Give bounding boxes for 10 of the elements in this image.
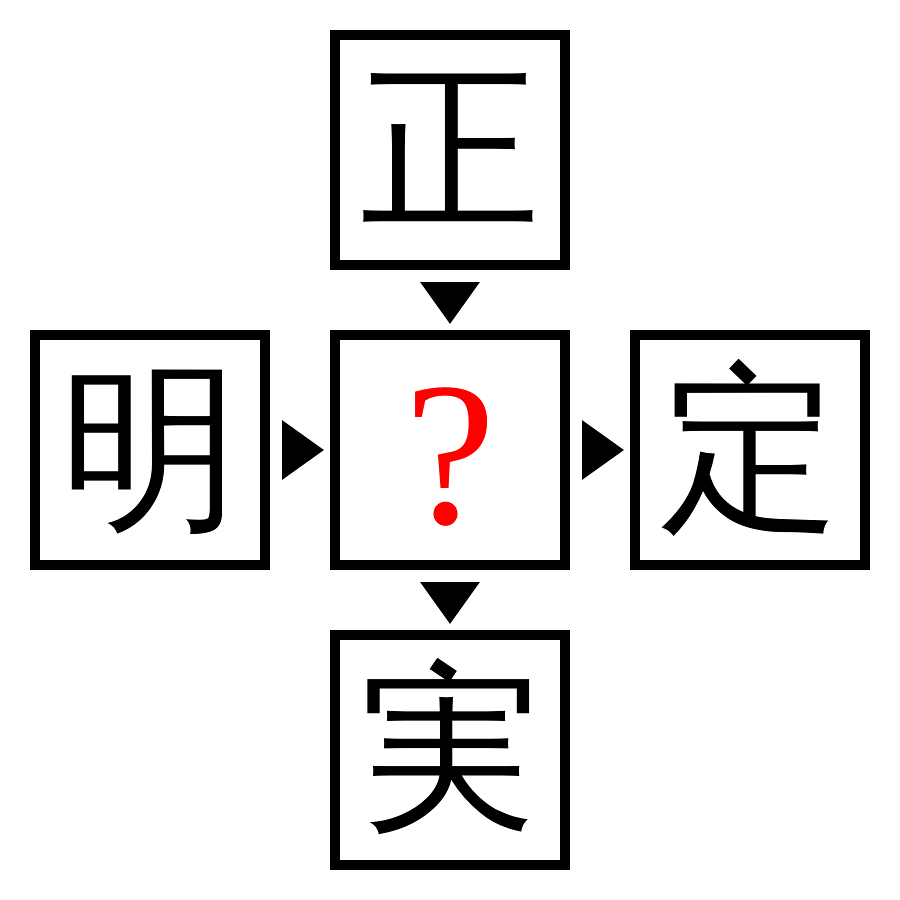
character-box	[630, 330, 870, 570]
kanji-character: 正	[360, 60, 540, 240]
kanji-character: 明	[60, 360, 240, 540]
kanji-character: 定	[660, 360, 840, 540]
kanji-character: 実	[360, 660, 540, 840]
question-mark: ?	[404, 352, 496, 556]
character-box	[30, 330, 270, 570]
character-box	[330, 330, 570, 570]
character-box	[330, 630, 570, 870]
character-box	[330, 30, 570, 270]
